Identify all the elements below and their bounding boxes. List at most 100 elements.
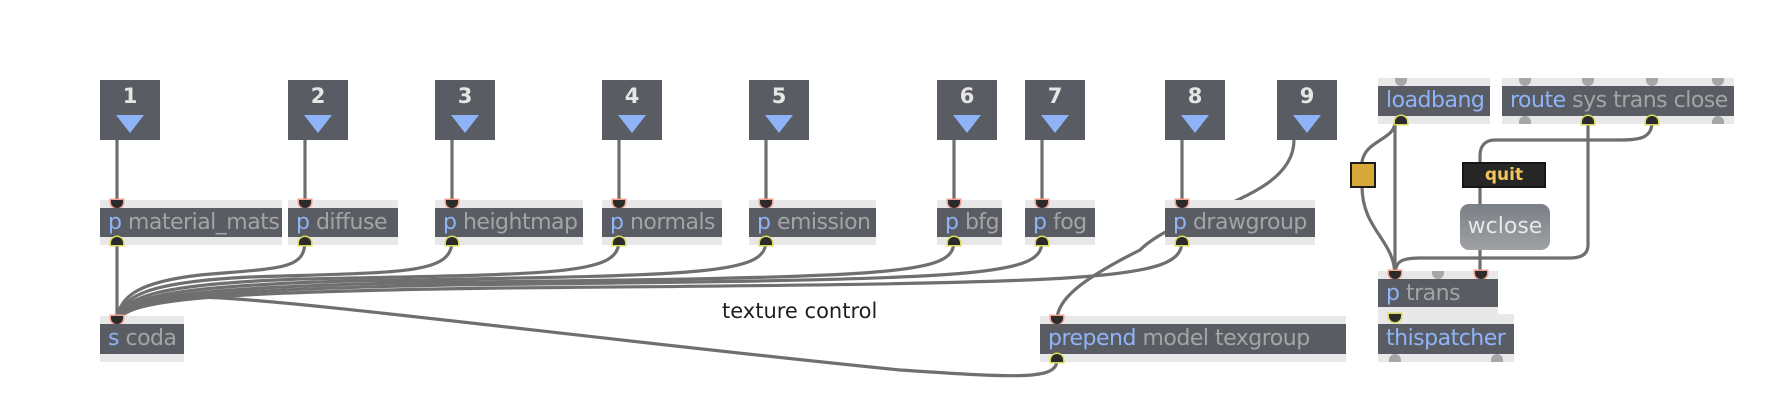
object-route[interactable]: route sys trans close xyxy=(1502,78,1734,124)
inlet-1[interactable]: 1 xyxy=(100,80,160,140)
object-outlet[interactable] xyxy=(613,237,625,245)
object-inlet[interactable] xyxy=(1646,78,1658,86)
inlet-arrow-icon xyxy=(765,115,793,133)
inlet-number: 5 xyxy=(771,84,787,108)
object-outlet[interactable] xyxy=(1051,354,1063,362)
cord-toggle-trans[interactable] xyxy=(1360,184,1397,278)
object-outlet[interactable] xyxy=(1036,237,1048,245)
inlet-arrow-icon xyxy=(953,115,981,133)
object-p-trans[interactable]: p trans xyxy=(1378,271,1498,315)
inlet-5[interactable]: 5 xyxy=(749,80,809,140)
cord-drawgroup-coda[interactable] xyxy=(115,239,1184,322)
object-outlet[interactable] xyxy=(1491,354,1503,362)
object-outlet[interactable] xyxy=(299,237,311,245)
object-args: trans xyxy=(1405,281,1461,306)
object-outlet[interactable] xyxy=(1712,116,1724,124)
object-inlet[interactable] xyxy=(1395,78,1407,86)
object-p-emission[interactable]: p emission xyxy=(749,200,876,245)
object-inlet[interactable] xyxy=(1036,200,1048,208)
object-inlet[interactable] xyxy=(1712,78,1724,86)
object-inlet[interactable] xyxy=(1176,200,1188,208)
comment-texture-control: texture control xyxy=(722,299,878,323)
inlet-arrow-icon xyxy=(1041,115,1069,133)
inlet-6[interactable]: 6 xyxy=(937,80,997,140)
object-loadbang[interactable]: loadbang xyxy=(1378,78,1490,124)
object-p-fog[interactable]: p fog xyxy=(1025,200,1095,245)
object-inlet[interactable] xyxy=(1475,271,1487,279)
object-inlet[interactable] xyxy=(1519,78,1531,86)
object-inlet[interactable] xyxy=(760,200,772,208)
wclose-button[interactable]: wclose xyxy=(1460,204,1550,250)
object-inlet[interactable] xyxy=(111,316,123,324)
inlet-number: 7 xyxy=(1047,84,1063,108)
trans-outlet[interactable] xyxy=(1389,314,1401,322)
cord-heightmap-coda[interactable] xyxy=(115,239,454,322)
inlet-9[interactable]: 9 xyxy=(1277,80,1337,140)
object-args: model texgroup xyxy=(1142,326,1310,351)
cord-diffuse-coda[interactable] xyxy=(115,239,307,322)
inlet-number: 4 xyxy=(624,84,640,108)
cord-prepend-coda[interactable] xyxy=(115,295,1059,378)
object-inlet[interactable] xyxy=(613,200,625,208)
object-args: sys trans close xyxy=(1572,88,1728,113)
object-p-drawgroup[interactable]: p drawgroup xyxy=(1165,200,1315,245)
inlet-arrow-icon xyxy=(618,115,646,133)
object-args: emission xyxy=(776,210,871,235)
inlet-number: 8 xyxy=(1187,84,1203,108)
object-outlet[interactable] xyxy=(1646,116,1658,124)
object-inlet[interactable] xyxy=(1389,271,1401,279)
object-keyword: p xyxy=(945,210,959,235)
inlet-7[interactable]: 7 xyxy=(1025,80,1085,140)
object-args: drawgroup xyxy=(1192,210,1307,235)
object-outlet[interactable] xyxy=(760,237,772,245)
object-keyword: loadbang xyxy=(1386,88,1485,113)
cord-emission-coda[interactable] xyxy=(115,239,768,322)
inlet-number: 9 xyxy=(1299,84,1315,108)
object-keyword: p xyxy=(610,210,624,235)
message-quit[interactable]: quit xyxy=(1462,162,1546,188)
inlet-3[interactable]: 3 xyxy=(435,80,495,140)
object-inlet[interactable] xyxy=(299,200,311,208)
object-p-normals[interactable]: p normals xyxy=(602,200,722,245)
object-p-diffuse[interactable]: p diffuse xyxy=(288,200,398,245)
object-inlet[interactable] xyxy=(948,200,960,208)
object-outlet[interactable] xyxy=(446,237,458,245)
object-p-heightmap[interactable]: p heightmap xyxy=(435,200,583,245)
object-inlet[interactable] xyxy=(1432,271,1444,279)
inlet-4[interactable]: 4 xyxy=(602,80,662,140)
object-inlet[interactable] xyxy=(446,200,458,208)
inlet-arrow-icon xyxy=(304,115,332,133)
cord-route-sys[interactable] xyxy=(1393,120,1590,278)
object-prepend[interactable]: prepend model texgroup xyxy=(1040,316,1346,362)
object-outlet[interactable] xyxy=(1582,116,1594,124)
inlet-arrow-icon xyxy=(116,115,144,133)
inlet-8[interactable]: 8 xyxy=(1165,80,1225,140)
object-args: heightmap xyxy=(462,210,578,235)
cord-loadbang-toggle[interactable] xyxy=(1360,120,1397,164)
object-send-coda[interactable]: s coda xyxy=(100,316,184,362)
object-inlet[interactable] xyxy=(1582,78,1594,86)
object-outlet[interactable] xyxy=(948,237,960,245)
object-outlet[interactable] xyxy=(1395,116,1407,124)
inlet-number: 3 xyxy=(457,84,473,108)
object-outlet[interactable] xyxy=(1176,237,1188,245)
object-outlet[interactable] xyxy=(1389,354,1401,362)
inlet-2[interactable]: 2 xyxy=(288,80,348,140)
cord-route-trans[interactable] xyxy=(1478,120,1654,278)
object-inlet[interactable] xyxy=(111,200,123,208)
object-thispatcher[interactable]: thispatcher xyxy=(1378,314,1514,362)
object-outlet[interactable] xyxy=(111,237,123,245)
object-args: coda xyxy=(125,326,177,351)
inlet-number: 6 xyxy=(959,84,975,108)
object-args: diffuse xyxy=(315,210,388,235)
cord-normals-coda[interactable] xyxy=(115,239,621,322)
object-keyword: p xyxy=(443,210,457,235)
object-inlet[interactable] xyxy=(1051,316,1063,324)
object-p-material-mats[interactable]: p material_mats xyxy=(100,200,282,245)
toggle[interactable] xyxy=(1350,162,1376,188)
object-keyword: p xyxy=(1386,281,1400,306)
cord-fog-coda[interactable] xyxy=(115,239,1044,322)
object-args: bfg xyxy=(964,210,1000,235)
object-outlet[interactable] xyxy=(1519,116,1531,124)
object-p-bfg[interactable]: p bfg xyxy=(937,200,1002,245)
